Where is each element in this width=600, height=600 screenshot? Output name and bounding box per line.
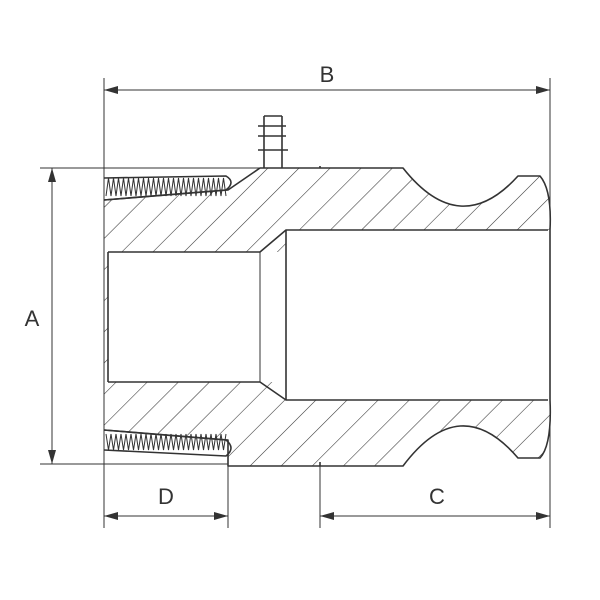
knurled-band-lower — [103, 429, 232, 457]
dimension-d-label: D — [158, 484, 174, 509]
small-bore-outline — [108, 229, 548, 401]
dimension-b: B — [104, 62, 550, 94]
body-outline — [103, 167, 552, 231]
knurl-teeth — [105, 433, 227, 451]
dimension-a-label: A — [25, 306, 40, 331]
dimension-c-label: C — [429, 484, 445, 509]
dimension-d: D — [104, 484, 228, 520]
body-outline-lower — [103, 399, 552, 467]
knurled-band-upper — [103, 175, 232, 201]
dimension-c: C — [320, 484, 550, 520]
small-bore — [108, 252, 260, 382]
dimension-b-label: B — [320, 62, 335, 87]
large-bore — [286, 230, 548, 400]
knurl-teeth — [105, 177, 227, 197]
top-barb-nipple — [258, 115, 288, 168]
dimension-a: A — [25, 168, 56, 464]
